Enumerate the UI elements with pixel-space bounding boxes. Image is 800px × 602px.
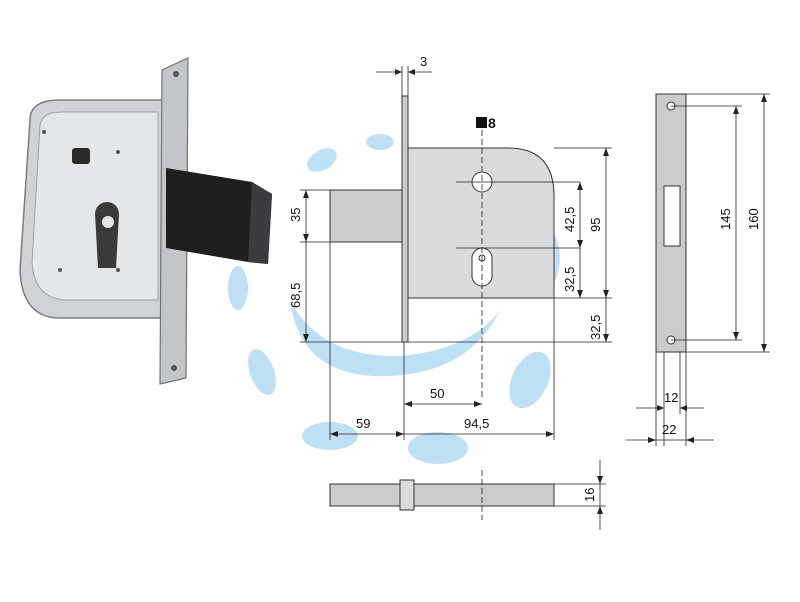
side-view: 8 3 95 42,5 32,5 32,5 xyxy=(288,54,612,440)
front-bolt-slot xyxy=(663,185,681,247)
dim-bolt-height: 16 xyxy=(582,488,597,502)
bolt-shape xyxy=(329,189,405,243)
bolt-view: 16 xyxy=(329,460,606,530)
lock-photo xyxy=(19,57,272,385)
dim-backset: 50 xyxy=(430,386,444,401)
dim-case-height: 95 xyxy=(588,218,603,232)
bolt-profile-shape xyxy=(329,483,555,507)
dim-plate-inner-width: 12 xyxy=(664,390,678,405)
case-shape xyxy=(407,147,555,299)
faceplate-shape xyxy=(401,95,409,343)
dim-inner-height: 145 xyxy=(718,208,733,230)
dim-bolt-throw: 59 xyxy=(356,416,370,431)
dim-bolt-offset: 68,5 xyxy=(288,283,303,308)
dim-bottom-margin: 32,5 xyxy=(588,315,603,340)
dim-spindle-to-key: 42,5 xyxy=(562,207,577,232)
dim-total-height: 160 xyxy=(746,208,761,230)
dim-plate-thickness: 3 xyxy=(420,54,427,69)
spindle-square-icon xyxy=(476,117,487,128)
dim-plate-width: 22 xyxy=(662,422,676,437)
dim-bolt-width: 35 xyxy=(288,208,303,222)
front-view: 145 160 12 22 xyxy=(626,93,770,446)
dim-key-to-bottom: 32,5 xyxy=(562,267,577,292)
spindle-label: 8 xyxy=(488,115,496,131)
dim-case-depth: 94,5 xyxy=(464,416,489,431)
